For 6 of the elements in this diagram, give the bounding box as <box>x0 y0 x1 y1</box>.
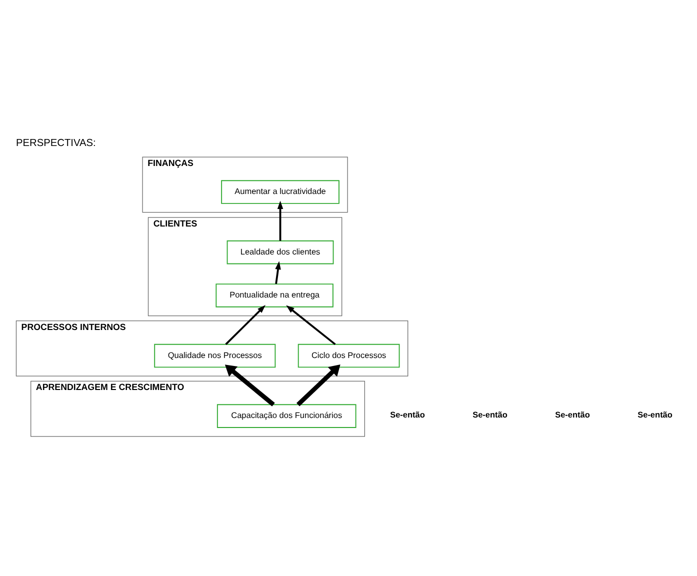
arrow <box>275 260 281 284</box>
arrow <box>277 200 284 240</box>
arrow <box>286 304 336 345</box>
diagram-title: PERSPECTIVAS: <box>16 138 96 149</box>
arrow <box>296 364 340 406</box>
arrow <box>225 304 266 344</box>
